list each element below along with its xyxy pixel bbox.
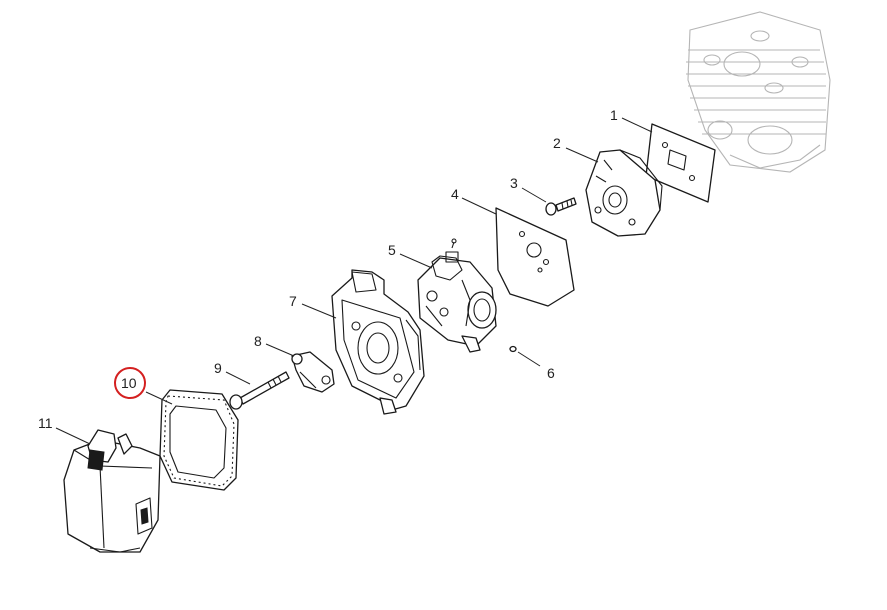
callout-2: 2 (553, 135, 561, 151)
callout-10: 10 (121, 375, 137, 391)
callout-5: 5 (388, 242, 396, 258)
part-1-gasket (645, 123, 716, 203)
leader-lines (55, 117, 653, 445)
part-9-bolt (229, 371, 290, 410)
callout-6: 6 (547, 365, 555, 381)
callout-10-highlight-ring (114, 367, 146, 399)
cylinder-ghost (686, 11, 831, 173)
part-3-screw (545, 197, 577, 216)
callout-9: 9 (214, 360, 222, 376)
part-7-filter-housing (331, 269, 425, 415)
callout-11: 11 (38, 415, 53, 431)
callout-3: 3 (510, 175, 518, 191)
part-2-intake-flange (585, 149, 663, 237)
part-11-filter-cover (63, 429, 161, 553)
part-6-pin (509, 345, 517, 353)
callout-4: 4 (451, 186, 459, 202)
part-8-choke-plate (291, 351, 335, 393)
callout-7: 7 (289, 293, 297, 309)
callout-8: 8 (254, 333, 262, 349)
part-4-gasket-plate (495, 207, 575, 307)
part-10-filter-element (159, 389, 239, 491)
part-5-carburetor (417, 238, 497, 353)
callout-1: 1 (610, 107, 618, 123)
